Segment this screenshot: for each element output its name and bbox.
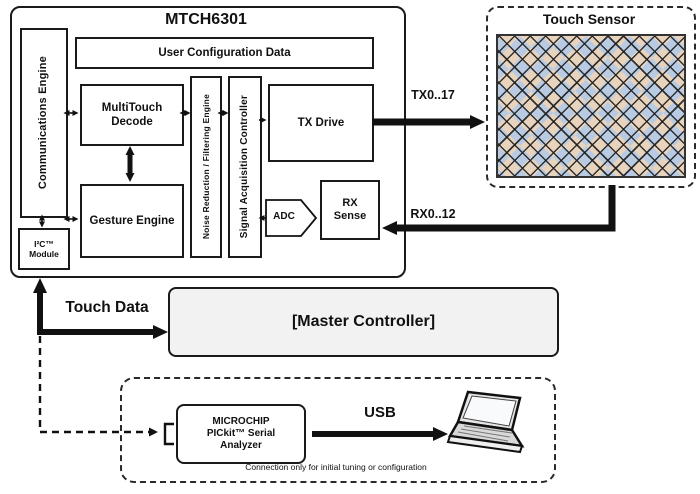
- i2c-module-label: I²C™ Module: [29, 238, 59, 259]
- touch-data-label: Touch Data: [65, 299, 149, 316]
- multitouch-decode-block: MultiTouch Decode: [80, 84, 184, 146]
- user-config-block: User Configuration Data: [75, 37, 374, 69]
- rx-signal-label: RX0..12: [410, 207, 456, 221]
- pickit-line-1: MICROCHIP: [212, 415, 270, 427]
- usb-label: USB: [364, 404, 396, 421]
- touch-sensor-title: Touch Sensor: [542, 11, 636, 27]
- i2c-module-block: I²C™ Module: [18, 228, 70, 270]
- signal-acquisition-block: Signal Acquisition Controller: [228, 76, 262, 258]
- config-footnote: Connection only for initial tuning or co…: [245, 462, 427, 472]
- pickit-line-3: Analyzer: [220, 440, 262, 452]
- comm-engine-label: Communications Engine: [37, 56, 50, 190]
- rx-sense-label: RX Sense: [333, 196, 367, 222]
- adc-label: ADC: [273, 211, 295, 222]
- multitouch-decode-label: MultiTouch Decode: [101, 101, 163, 128]
- tx-drive-block: TX Drive: [268, 84, 374, 162]
- tx-drive-label: TX Drive: [297, 116, 345, 129]
- pickit-line-2: PICkit™ Serial: [206, 427, 276, 439]
- comm-engine-block: Communications Engine: [20, 28, 68, 218]
- pickit-analyzer-block: MICROCHIP PICkit™ Serial Analyzer: [176, 404, 306, 464]
- gesture-engine-label: Gesture Engine: [89, 214, 175, 227]
- master-controller-block: [Master Controller]: [168, 287, 559, 357]
- signal-acquisition-label: Signal Acquisition Controller: [238, 95, 250, 239]
- noise-filtering-block: Noise Reduction / Filtering Engine: [190, 76, 222, 258]
- tx-signal-label: TX0..17: [411, 88, 455, 102]
- gesture-engine-block: Gesture Engine: [80, 184, 184, 258]
- touch-sensor-grid: [496, 34, 686, 178]
- user-config-label: User Configuration Data: [158, 46, 291, 59]
- noise-filtering-label: Noise Reduction / Filtering Engine: [200, 94, 211, 240]
- mtch6301-title: MTCH6301: [165, 11, 247, 28]
- master-controller-label: [Master Controller]: [291, 313, 436, 331]
- rx-sense-block: RX Sense: [320, 180, 380, 240]
